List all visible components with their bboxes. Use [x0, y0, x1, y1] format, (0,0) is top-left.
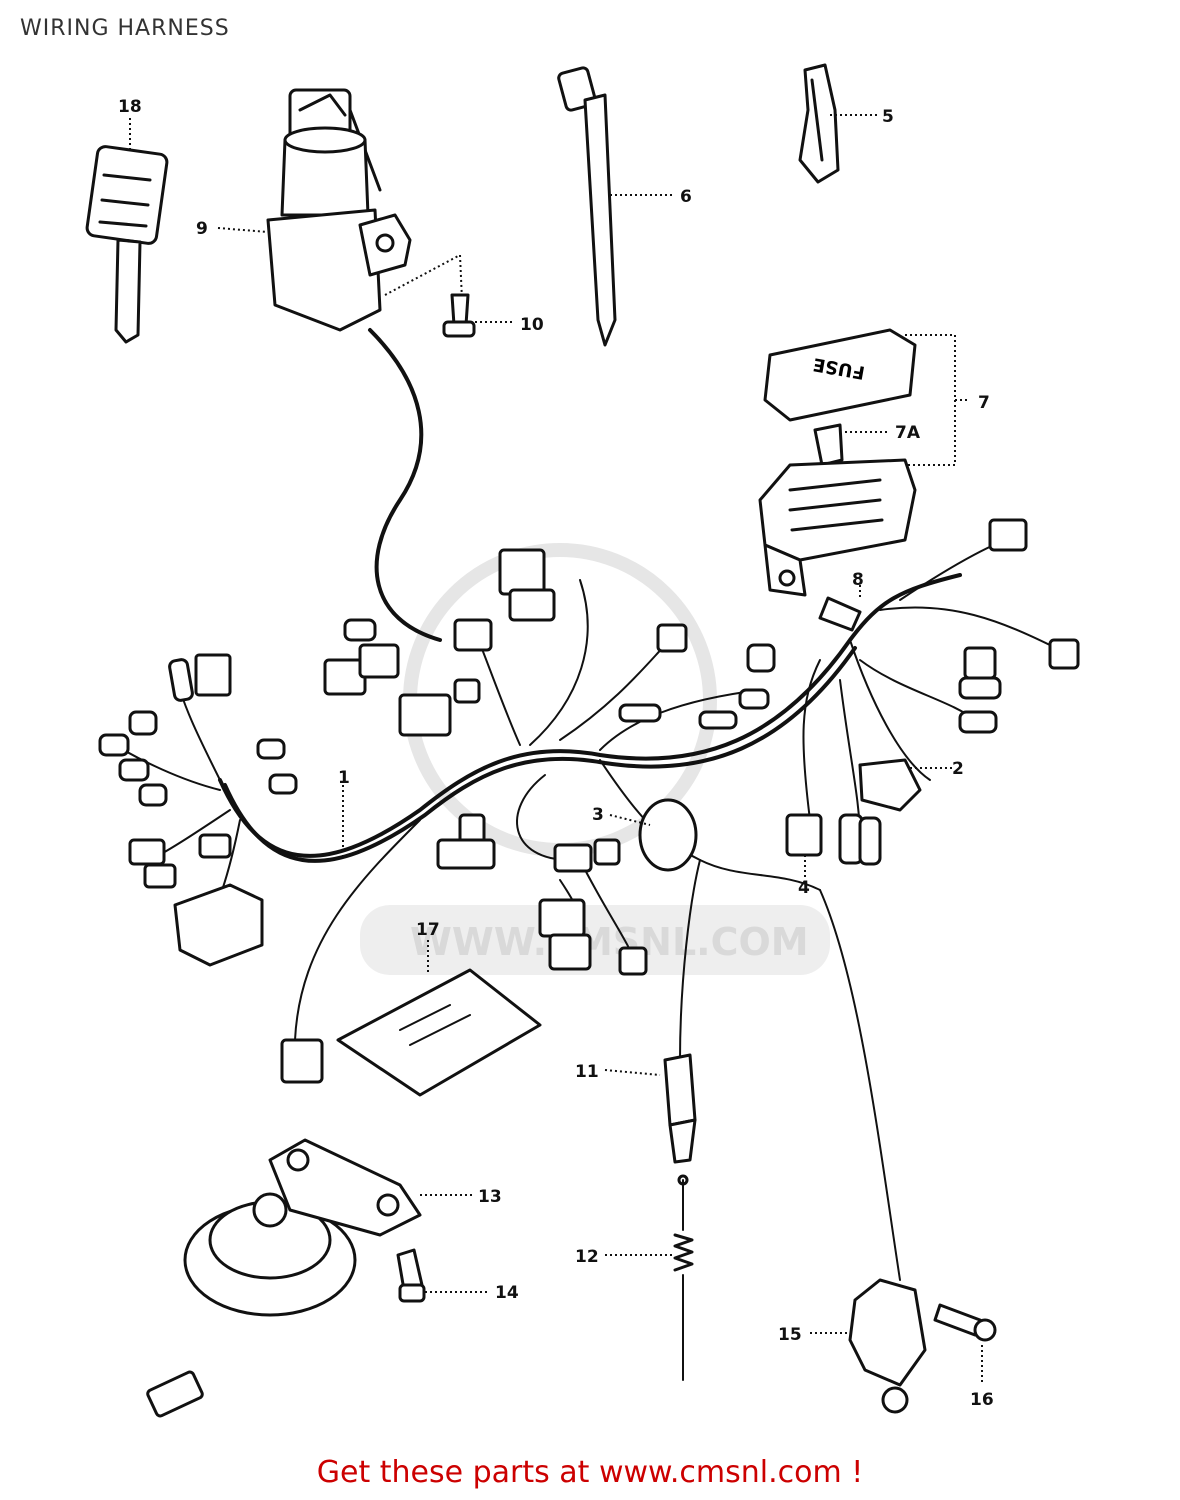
leader-lines [129, 114, 983, 1385]
watermark: WWW.CMSNL.COM [360, 543, 830, 975]
label-11: 11 [575, 1062, 599, 1082]
spring [673, 1174, 694, 1381]
label-18: 18 [118, 97, 142, 117]
label-7a: 7A [895, 423, 921, 443]
bolt-14 [396, 1248, 426, 1303]
part-labels: 18 9 10 6 5 7 7A 8 1 2 3 4 17 11 12 13 1… [118, 97, 994, 1410]
label-7: 7 [978, 393, 990, 413]
grommet [146, 1370, 204, 1418]
clamp [798, 63, 840, 184]
label-8: 8 [852, 570, 864, 590]
label-2: 2 [952, 759, 964, 779]
label-17: 17 [416, 920, 440, 940]
label-16: 16 [970, 1390, 994, 1410]
fuse-box: FUSE [758, 328, 917, 597]
wiring-harness-diagram: WWW.CMSNL.COM FUSE [85, 63, 1080, 1418]
label-1: 1 [338, 768, 350, 788]
connectors [98, 518, 1080, 1084]
label-3: 3 [592, 805, 604, 825]
label-sheet [336, 968, 542, 1097]
watermark-text: WWW.CMSNL.COM [410, 920, 809, 964]
ignition-switch [266, 88, 463, 332]
label-12: 12 [575, 1247, 599, 1267]
screw-16 [933, 1303, 997, 1342]
cable-tie [557, 66, 617, 347]
label-9: 9 [196, 219, 208, 239]
page-title: WIRING HARNESS [20, 16, 230, 41]
label-6-tie: 6 [680, 187, 692, 207]
screw-10 [442, 293, 476, 338]
switch-15 [848, 1278, 927, 1414]
horn [183, 1138, 422, 1317]
label-5: 5 [882, 107, 894, 127]
screw-8 [818, 596, 862, 632]
sensor-switch [663, 1053, 697, 1164]
label-4: 4 [798, 878, 810, 898]
label-13: 13 [478, 1187, 502, 1207]
label-15: 15 [778, 1325, 802, 1345]
main-harness [114, 539, 1061, 1281]
ignition-lead [368, 328, 442, 642]
label-14: 14 [495, 1283, 519, 1303]
label-10: 10 [520, 315, 544, 335]
footer-link[interactable]: Get these parts at www.cmsnl.com ! [316, 1455, 864, 1490]
key [85, 145, 169, 344]
